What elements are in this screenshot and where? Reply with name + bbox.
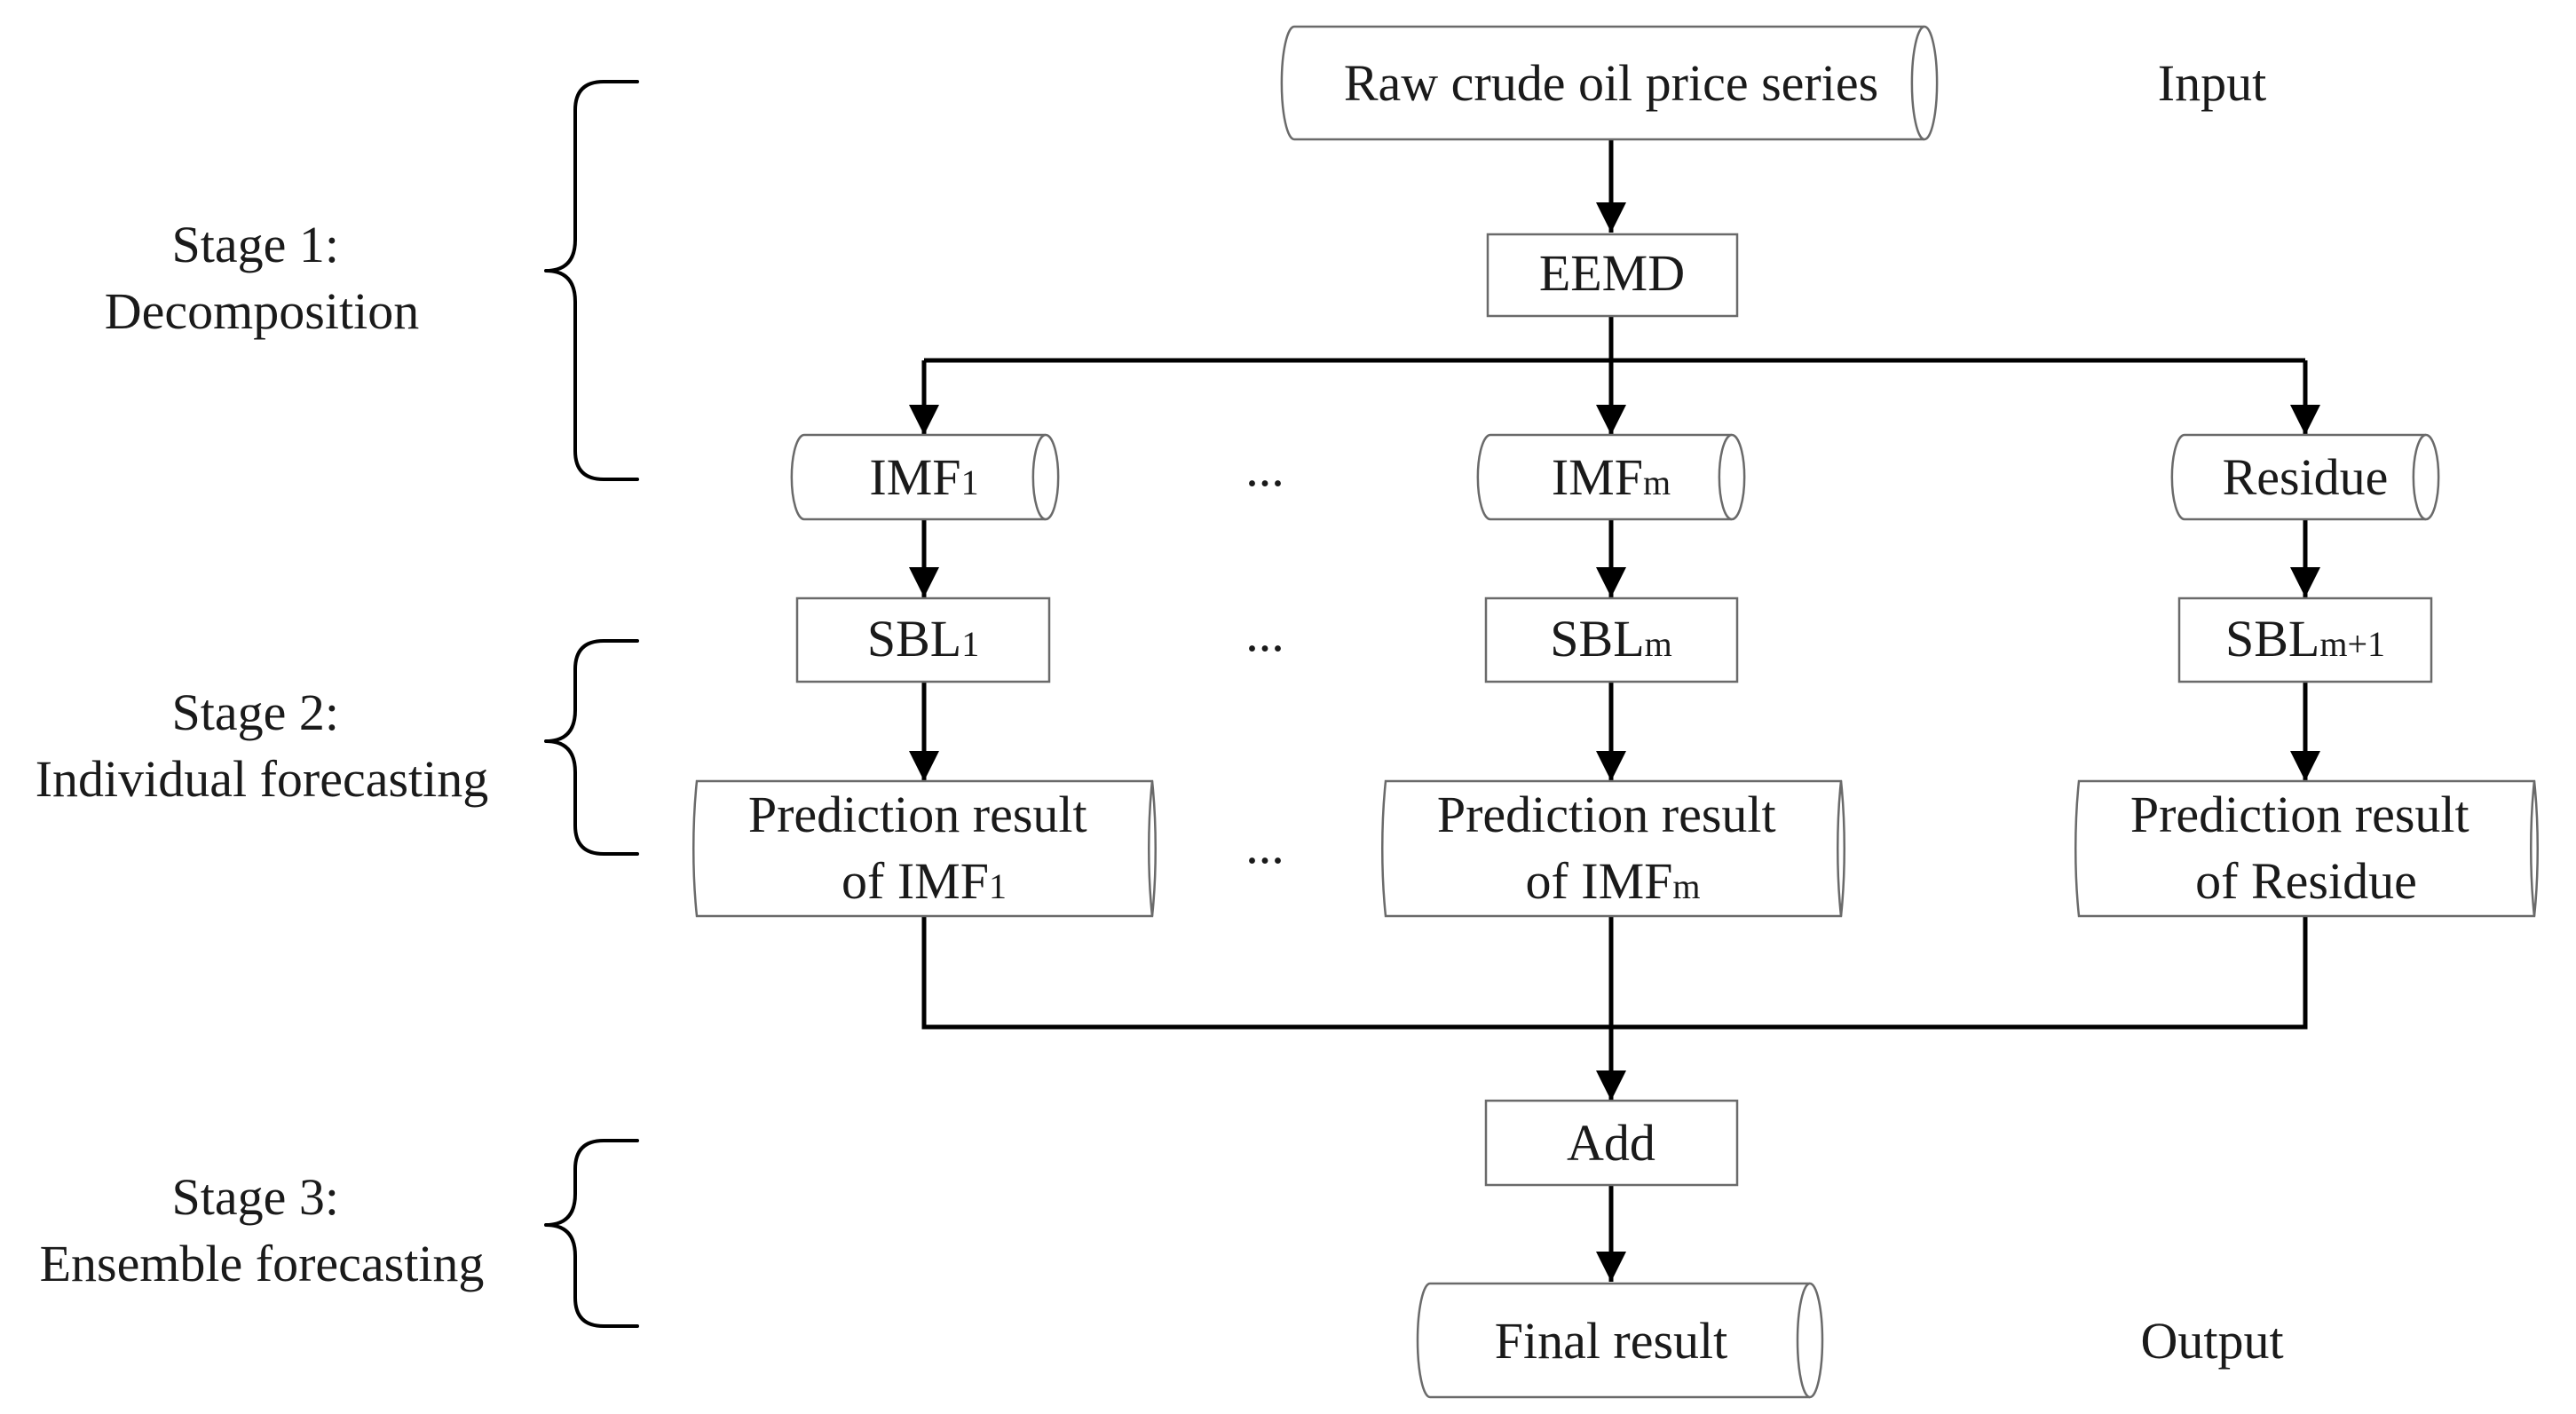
sblm-label: SBLm bbox=[1550, 610, 1672, 668]
stage-1-label: Stage 1: Decomposition bbox=[105, 216, 419, 340]
residue-node: Residue bbox=[2170, 433, 2440, 521]
final-result-label: Final result bbox=[1495, 1312, 1728, 1370]
stage-3-label: Stage 3: Ensemble forecasting bbox=[40, 1168, 485, 1292]
add-node: Add bbox=[1484, 1099, 1739, 1187]
add-label: Add bbox=[1567, 1114, 1655, 1172]
prediction-residue-label: Prediction result of Residue bbox=[2130, 786, 2482, 910]
final-result-node: Final result bbox=[1416, 1282, 1824, 1399]
prediction-residue-node: Prediction result of Residue bbox=[2074, 779, 2540, 918]
imf1-node: IMF1 bbox=[790, 433, 1060, 521]
sblm1-node: SBLm+1 bbox=[2177, 596, 2433, 683]
imf1-label: IMF1 bbox=[869, 448, 978, 506]
sbl1-label: SBL1 bbox=[867, 610, 979, 668]
prediction-imf1-node: Prediction result of IMF1 bbox=[691, 779, 1158, 918]
merge-connector bbox=[921, 916, 2308, 1030]
output-label: Output bbox=[2140, 1312, 2283, 1370]
residue-label: Residue bbox=[2223, 448, 2389, 506]
imfm-node: IMFm bbox=[1476, 433, 1746, 521]
stage-1-brace bbox=[544, 80, 639, 481]
prediction-imf1-label: Prediction result of IMF1 bbox=[748, 786, 1100, 910]
raw-series-node: Raw crude oil price series bbox=[1280, 25, 1939, 141]
sblm-node: SBLm bbox=[1484, 596, 1739, 683]
sbl1-node: SBL1 bbox=[795, 596, 1051, 683]
input-label: Input bbox=[2158, 54, 2266, 112]
eemd-node: EEMD bbox=[1486, 233, 1739, 318]
prediction-imfm-node: Prediction result of IMFm bbox=[1380, 779, 1846, 918]
ellipsis-row-sbl: ... bbox=[1245, 604, 1284, 662]
stage-3-brace bbox=[544, 1139, 639, 1328]
sblm1-label: SBLm+1 bbox=[2225, 610, 2385, 668]
stage-2-brace bbox=[544, 639, 639, 856]
eemd-label: EEMD bbox=[1539, 244, 1685, 302]
imfm-label: IMFm bbox=[1552, 448, 1671, 506]
stage-2-label: Stage 2: Individual forecasting bbox=[36, 683, 489, 808]
raw-series-label: Raw crude oil price series bbox=[1344, 54, 1878, 112]
ellipsis-row-prediction: ... bbox=[1245, 817, 1284, 874]
prediction-imfm-label: Prediction result of IMFm bbox=[1437, 786, 1789, 910]
ellipsis-row-imf: ... bbox=[1245, 439, 1284, 497]
